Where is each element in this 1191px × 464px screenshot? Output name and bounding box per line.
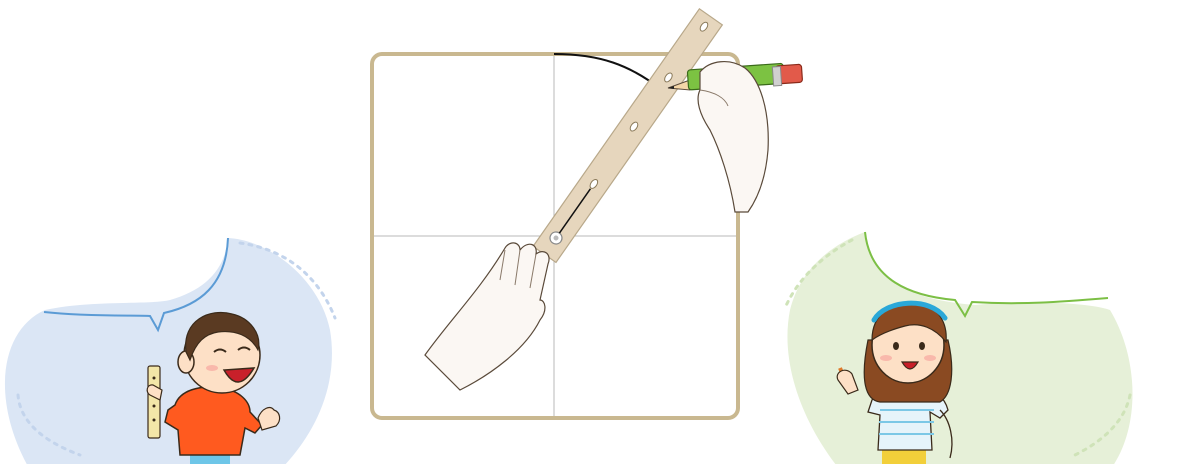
left-dots-bottom — [16, 393, 82, 457]
right-speech-bubble — [864, 231, 1109, 319]
ruler-plank — [532, 7, 724, 264]
right-bubble-background — [787, 232, 1133, 464]
right-dots-top — [783, 238, 854, 310]
boy — [146, 311, 281, 464]
right-character-group — [783, 231, 1133, 464]
right-dots-bottom — [1073, 393, 1132, 457]
hand-icon — [424, 242, 550, 391]
left-bubble-background — [5, 238, 332, 464]
ruler-icon — [147, 365, 161, 439]
writing-hand — [697, 61, 769, 213]
left-speech-bubble — [43, 237, 229, 333]
left-dots-top — [238, 241, 337, 320]
left-character-group — [5, 237, 337, 464]
girl — [836, 300, 953, 464]
